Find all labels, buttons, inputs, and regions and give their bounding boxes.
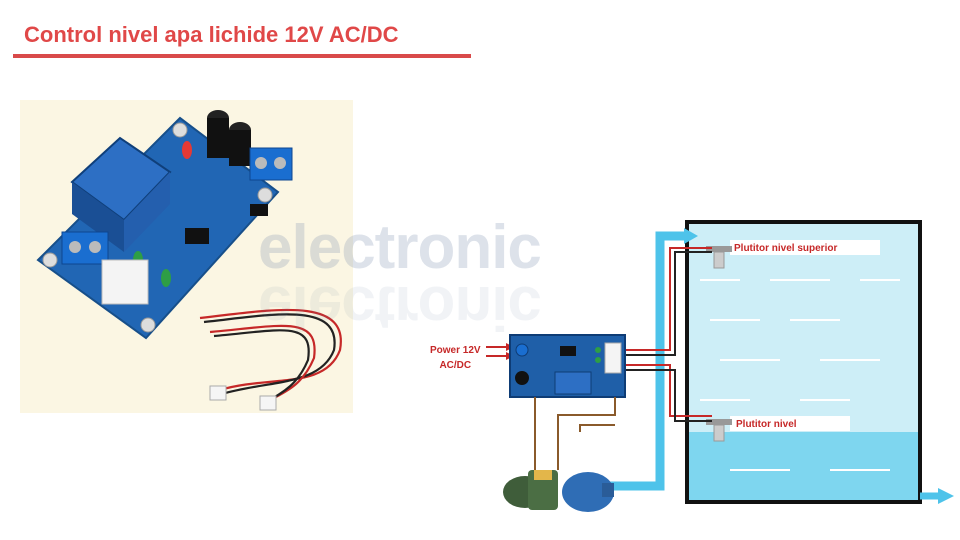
wire-upper-red	[625, 247, 712, 351]
sensor-connector	[604, 342, 622, 374]
mount-hole-icon	[140, 317, 156, 333]
green-led-icon	[595, 347, 601, 353]
capacitor-body	[229, 130, 251, 166]
tank-water-lower	[687, 432, 920, 502]
wire-lower-red	[625, 364, 712, 417]
ic-chip	[185, 228, 209, 244]
ic-chip	[560, 346, 576, 356]
product-photo	[20, 100, 353, 413]
title-underline	[13, 54, 471, 58]
relay-module-illustration	[36, 110, 342, 411]
float-sensor-upper-icon	[706, 246, 732, 252]
float-sensor-upper-body	[713, 251, 725, 269]
relay-front	[124, 172, 170, 252]
relay-component	[554, 371, 592, 395]
power-label-line2: AC/DC	[439, 360, 472, 371]
terminal-icon	[515, 343, 529, 357]
screw-icon	[89, 241, 101, 253]
sensor-lower-label-bg	[730, 416, 850, 431]
sensor-wire-black	[213, 329, 310, 403]
screw-icon	[274, 157, 286, 169]
inflow-pipe	[610, 231, 688, 491]
pump-head-icon	[562, 472, 614, 512]
sensor-connector	[101, 259, 149, 305]
tank-outline	[685, 220, 922, 504]
sensor-lower-label: Plutitor nivel	[736, 419, 797, 430]
sensor-wire-red	[199, 308, 342, 392]
wire-plug	[259, 395, 277, 411]
mount-hole-icon	[42, 252, 58, 268]
page-title: Control nivel apa lichide 12V AC/DC	[24, 22, 399, 47]
float-sensor-lower-body	[713, 424, 725, 442]
water-ripples	[700, 279, 900, 471]
sensor-upper-label-bg	[730, 240, 880, 255]
mount-hole-icon	[172, 122, 188, 138]
capacitor-icon	[515, 371, 529, 385]
sensor-wire-red	[209, 324, 316, 401]
pump-outlet	[602, 483, 614, 497]
pump-junction-box	[534, 470, 552, 480]
green-led-icon	[161, 269, 171, 287]
power-label-line1: Power 12V	[430, 345, 481, 356]
wire-lower-black	[625, 369, 712, 422]
outflow-arrow-icon	[938, 488, 954, 504]
capacitor-body	[207, 118, 229, 158]
relay-side	[72, 182, 124, 252]
pump-wire	[579, 424, 615, 432]
float-sensor-lower-icon	[706, 419, 732, 425]
screw-icon	[69, 241, 81, 253]
wire-plug	[209, 385, 227, 401]
green-led-icon	[595, 357, 601, 363]
watermark: electronic	[258, 213, 542, 282]
sensor-upper-label: Plutitor nivel superior	[734, 243, 838, 254]
red-led-icon	[182, 141, 192, 159]
wire-upper-black	[625, 251, 712, 356]
pump-wire	[557, 397, 616, 470]
power-label: Power 12V AC/DC	[430, 343, 481, 373]
screw-icon	[255, 157, 267, 169]
sensor-wire-black	[203, 313, 336, 396]
inflow-arrow-icon	[684, 228, 698, 244]
ic-chip	[250, 204, 268, 216]
mount-hole-icon	[257, 187, 273, 203]
